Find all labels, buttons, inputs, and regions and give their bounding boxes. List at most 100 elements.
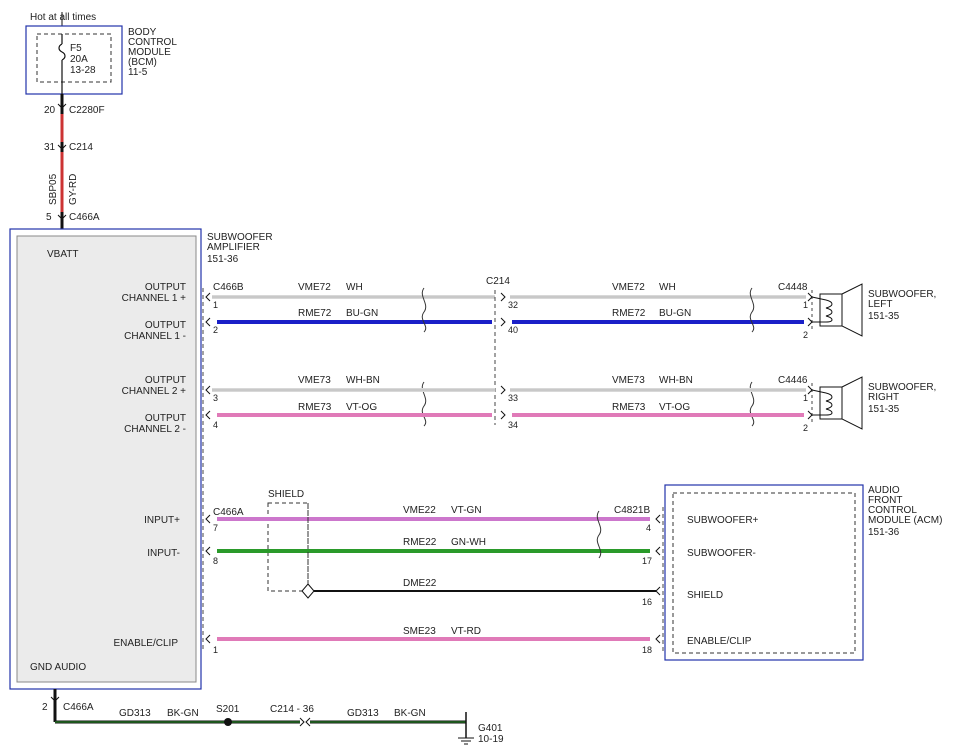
amp-gnd-audio: GND AUDIO bbox=[30, 662, 86, 673]
amp-out1p-label: OUTPUT CHANNEL 1 + bbox=[122, 282, 187, 304]
speaker-right-icon bbox=[811, 376, 863, 430]
wire-label-rme72-b: RME72 bbox=[612, 308, 646, 319]
wire-label-vme72-b: VME72 bbox=[612, 282, 645, 293]
svg-text:OUTPUT: OUTPUT bbox=[145, 282, 186, 293]
amp-input-plus: INPUT+ bbox=[144, 515, 180, 526]
pin-spkR-p: 1 bbox=[803, 393, 808, 403]
pin-shield-acm: 16 bbox=[642, 597, 652, 607]
amp-input-minus: INPUT- bbox=[147, 548, 180, 559]
svg-text:(BCM): (BCM) bbox=[128, 57, 157, 68]
svg-text:151-36: 151-36 bbox=[868, 527, 900, 538]
wire-color-bu-gn-b: BU-GN bbox=[659, 308, 691, 319]
pin-en-amp: 1 bbox=[213, 645, 218, 655]
svg-text:151-36: 151-36 bbox=[207, 254, 239, 265]
svg-text:11-5: 11-5 bbox=[128, 67, 148, 78]
bcm-title: BODY CONTROL MODULE (BCM) 11-5 bbox=[128, 27, 177, 78]
c2280-pin: 20 bbox=[44, 105, 56, 116]
speaker-right-label: SUBWOOFER, RIGHT 151-35 bbox=[868, 382, 936, 415]
svg-text:SUBWOOFER,: SUBWOOFER, bbox=[868, 382, 936, 393]
pin-out1m-amp: 2 bbox=[213, 325, 218, 335]
bcm-fuse-box bbox=[36, 33, 112, 83]
wire-label-vme73-b: VME73 bbox=[612, 375, 645, 386]
feed-color: GY-RD bbox=[68, 174, 79, 205]
amp-out2m-label: OUTPUT CHANNEL 2 - bbox=[124, 413, 186, 435]
amp-connector-chevrons-icon bbox=[205, 292, 211, 644]
c4448-label: C4448 bbox=[778, 282, 808, 293]
wire-label-rme22: RME22 bbox=[403, 537, 437, 548]
svg-text:AMPLIFIER: AMPLIFIER bbox=[207, 242, 260, 253]
svg-text:CHANNEL 1 -: CHANNEL 1 - bbox=[124, 331, 186, 342]
acm-shield: SHIELD bbox=[687, 590, 723, 601]
ground-pin: 2 bbox=[42, 702, 48, 713]
wire-label-dme22: DME22 bbox=[403, 578, 437, 589]
connector-chevron-icon bbox=[299, 717, 311, 727]
acm-module-inner bbox=[672, 492, 856, 654]
acm-enable-clip: ENABLE/CLIP bbox=[687, 636, 752, 647]
pin-inm-acm: 17 bbox=[642, 556, 652, 566]
wire-color-vt-og-b: VT-OG bbox=[659, 402, 690, 413]
fuse-amps: 20A bbox=[70, 54, 88, 65]
amp-vbatt: VBATT bbox=[47, 249, 78, 260]
c214-36-label: C214 - 36 bbox=[270, 704, 314, 715]
acm-module-frame bbox=[664, 484, 864, 661]
twisted-pair-icon bbox=[421, 287, 427, 333]
wire-color-wh-b: WH bbox=[659, 282, 676, 293]
ground-circuit-2: GD313 bbox=[347, 708, 379, 719]
twisted-pair-icon bbox=[596, 510, 602, 559]
shield-box bbox=[267, 502, 309, 592]
wire-label-vme73-a: VME73 bbox=[298, 375, 331, 386]
g401-ref: 10-19 bbox=[478, 734, 504, 745]
connector-chevron-icon bbox=[57, 214, 67, 220]
connector-chevron-icon bbox=[50, 696, 60, 702]
c214-feed-label: C214 bbox=[69, 142, 93, 153]
pin-out1p-amp: 1 bbox=[213, 300, 218, 310]
c466b-label: C466B bbox=[213, 282, 244, 293]
svg-text:OUTPUT: OUTPUT bbox=[145, 320, 186, 331]
shield-label: SHIELD bbox=[268, 489, 304, 500]
fuse-name: F5 bbox=[70, 43, 82, 54]
c466a-input-label: C466A bbox=[213, 507, 244, 518]
wire-color-wh-bn-a: WH-BN bbox=[346, 375, 380, 386]
speaker-connector-chevrons-icon bbox=[807, 292, 813, 420]
svg-text:MODULE (ACM): MODULE (ACM) bbox=[868, 515, 942, 526]
amp-title: SUBWOOFER AMPLIFIER 151-36 bbox=[207, 232, 273, 265]
speaker-left-label: SUBWOOFER, LEFT 151-35 bbox=[868, 289, 936, 322]
c466a-feed-pin: 5 bbox=[46, 212, 52, 223]
c4446-label: C4446 bbox=[778, 375, 808, 386]
pin-out2m-amp: 4 bbox=[213, 420, 218, 430]
feed-circuit: SBP05 bbox=[48, 173, 59, 205]
svg-text:151-35: 151-35 bbox=[868, 311, 900, 322]
svg-text:CONTROL: CONTROL bbox=[868, 505, 917, 516]
c214-pin: 31 bbox=[44, 142, 56, 153]
pin-en-acm: 18 bbox=[642, 645, 652, 655]
svg-text:OUTPUT: OUTPUT bbox=[145, 413, 186, 424]
pin-inp-acm: 4 bbox=[646, 523, 651, 533]
amp-out2p-label: OUTPUT CHANNEL 2 + bbox=[122, 375, 187, 397]
acm-title: AUDIO FRONT CONTROL MODULE (ACM) 151-36 bbox=[868, 485, 942, 538]
wire-label-rme73-b: RME73 bbox=[612, 402, 646, 413]
pin-spkR-m: 2 bbox=[803, 423, 808, 433]
pin-inp-amp: 7 bbox=[213, 523, 218, 533]
wire-label-sme23: SME23 bbox=[403, 626, 436, 637]
wire-label-rme72-a: RME72 bbox=[298, 308, 332, 319]
wire-color-vt-gn: VT-GN bbox=[451, 505, 482, 516]
shield-junction-icon bbox=[301, 583, 315, 599]
wire-color-wh-a: WH bbox=[346, 282, 363, 293]
c214-chevrons-icon bbox=[500, 292, 506, 420]
svg-text:SUBWOOFER,: SUBWOOFER, bbox=[868, 289, 936, 300]
g401-label: G401 bbox=[478, 723, 503, 734]
c4821b-label: C4821B bbox=[614, 505, 650, 516]
svg-text:SUBWOOFER: SUBWOOFER bbox=[207, 232, 273, 243]
pin-out2p-amp: 3 bbox=[213, 393, 218, 403]
ground-color: BK-GN bbox=[167, 708, 199, 719]
svg-text:151-35: 151-35 bbox=[868, 404, 900, 415]
wire-color-bu-gn-a: BU-GN bbox=[346, 308, 378, 319]
pin-spkL-m: 2 bbox=[803, 330, 808, 340]
wire-color-vt-rd: VT-RD bbox=[451, 626, 481, 637]
amp-out1m-label: OUTPUT CHANNEL 1 - bbox=[124, 320, 186, 342]
connector-chevron-icon bbox=[57, 103, 67, 109]
acm-sub-plus: SUBWOOFER+ bbox=[687, 515, 759, 526]
svg-text:RIGHT: RIGHT bbox=[868, 392, 899, 403]
ground-color-2: BK-GN bbox=[394, 708, 426, 719]
